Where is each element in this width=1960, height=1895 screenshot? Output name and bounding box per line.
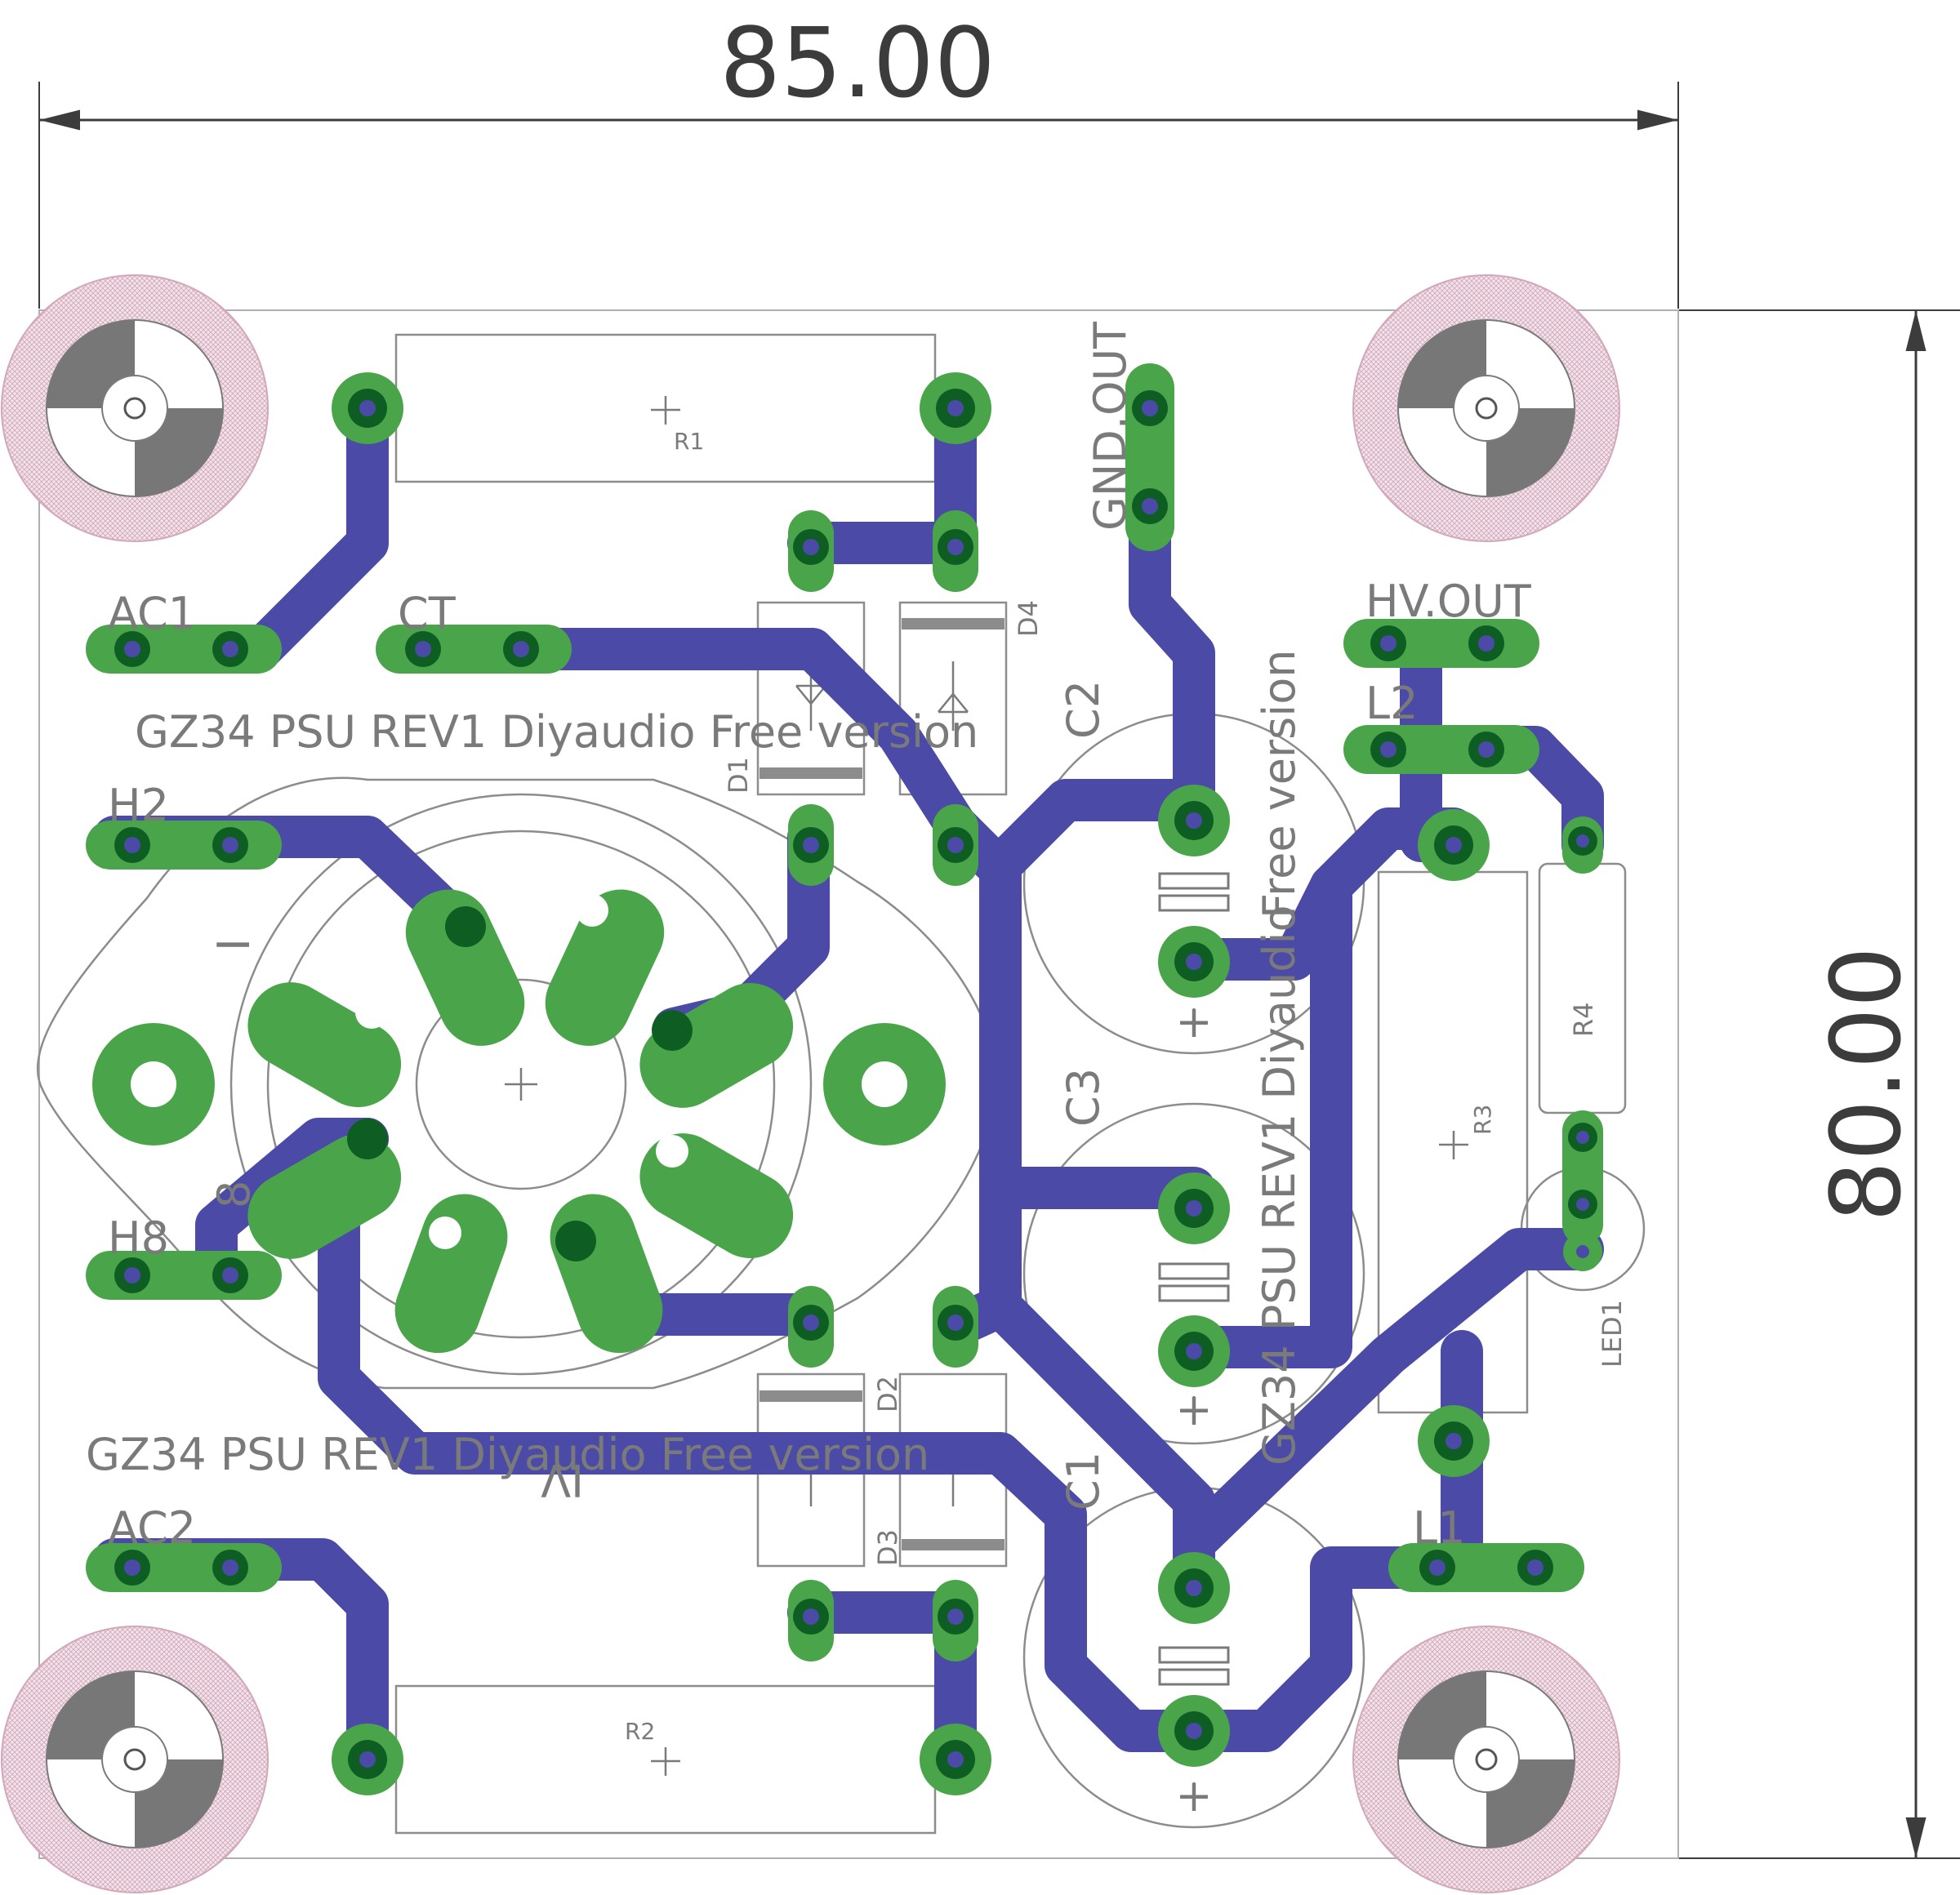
board-title-vertical-2: GZ34 PSU REV1 Diyaudio	[1254, 905, 1305, 1466]
label-r3: R3	[1469, 1105, 1496, 1135]
label-d4: D4	[1013, 600, 1044, 637]
width-dimension-label: 85.00	[719, 7, 996, 119]
c1-plus: +	[1175, 1770, 1212, 1822]
label-l1: L1	[1413, 1502, 1465, 1554]
width-dimension: 85.00	[38, 7, 1679, 309]
label-d1: D1	[723, 757, 754, 794]
label-tube-8: 8	[208, 1181, 260, 1208]
mounting-hole-top-right	[1352, 274, 1620, 542]
tube-socket-inner-ring	[266, 830, 776, 1339]
diode-stripes	[760, 618, 1004, 1550]
mounting-hole-bottom-right	[1352, 1626, 1620, 1893]
label-r1: R1	[674, 428, 704, 455]
mounting-hole-top-left	[1, 274, 269, 542]
tube-socket-center	[415, 978, 627, 1190]
pads	[86, 363, 1603, 1795]
label-d3: D3	[872, 1529, 903, 1566]
label-led1: LED1	[1597, 1300, 1628, 1368]
board-title-bottom: GZ34 PSU REV1 Diyaudio Free version	[86, 1429, 929, 1480]
tube-socket-flange	[36, 776, 998, 1390]
label-d2: D2	[872, 1376, 903, 1412]
label-c3: C3	[1058, 1068, 1109, 1127]
silkscreen-labels: AC1 CT H2 H8 AC2 HV.OUT L2 L1 GND.OUT GZ…	[86, 321, 1628, 1822]
board-title-top: GZ34 PSU REV1 Diyaudio Free version	[135, 706, 978, 758]
label-r2: R2	[625, 1718, 655, 1745]
capacitor-symbols	[1158, 872, 1230, 1686]
label-ac1: AC1	[108, 588, 196, 639]
c3-outline	[1022, 1102, 1365, 1445]
label-l2: L2	[1365, 678, 1418, 729]
height-dimension: 80.00	[1678, 309, 1960, 1859]
label-hv-out: HV.OUT	[1365, 576, 1532, 627]
label-tube-i: I	[208, 938, 260, 951]
label-ct: CT	[398, 588, 457, 639]
label-h8: H8	[108, 1212, 169, 1264]
c2-plus: +	[1175, 996, 1212, 1048]
mounting-hole-bottom-left	[1, 1626, 269, 1893]
label-tube-iv: IV	[541, 1454, 584, 1506]
origin-crosses	[505, 396, 1468, 1811]
label-ac2: AC2	[108, 1502, 196, 1554]
c3-plus: +	[1175, 1384, 1212, 1435]
height-dimension-label: 80.00	[1810, 946, 1922, 1222]
board-title-vertical-1: Free version	[1254, 649, 1305, 919]
label-c2: C2	[1058, 680, 1109, 739]
label-r4: R4	[1568, 1002, 1599, 1037]
tube-socket-ring	[229, 793, 813, 1376]
r4-outline	[1538, 862, 1627, 1114]
tube-socket-pins	[92, 889, 946, 1354]
label-h2: H2	[108, 780, 169, 831]
label-c1: C1	[1058, 1452, 1109, 1510]
label-gnd-out: GND.OUT	[1085, 321, 1136, 531]
